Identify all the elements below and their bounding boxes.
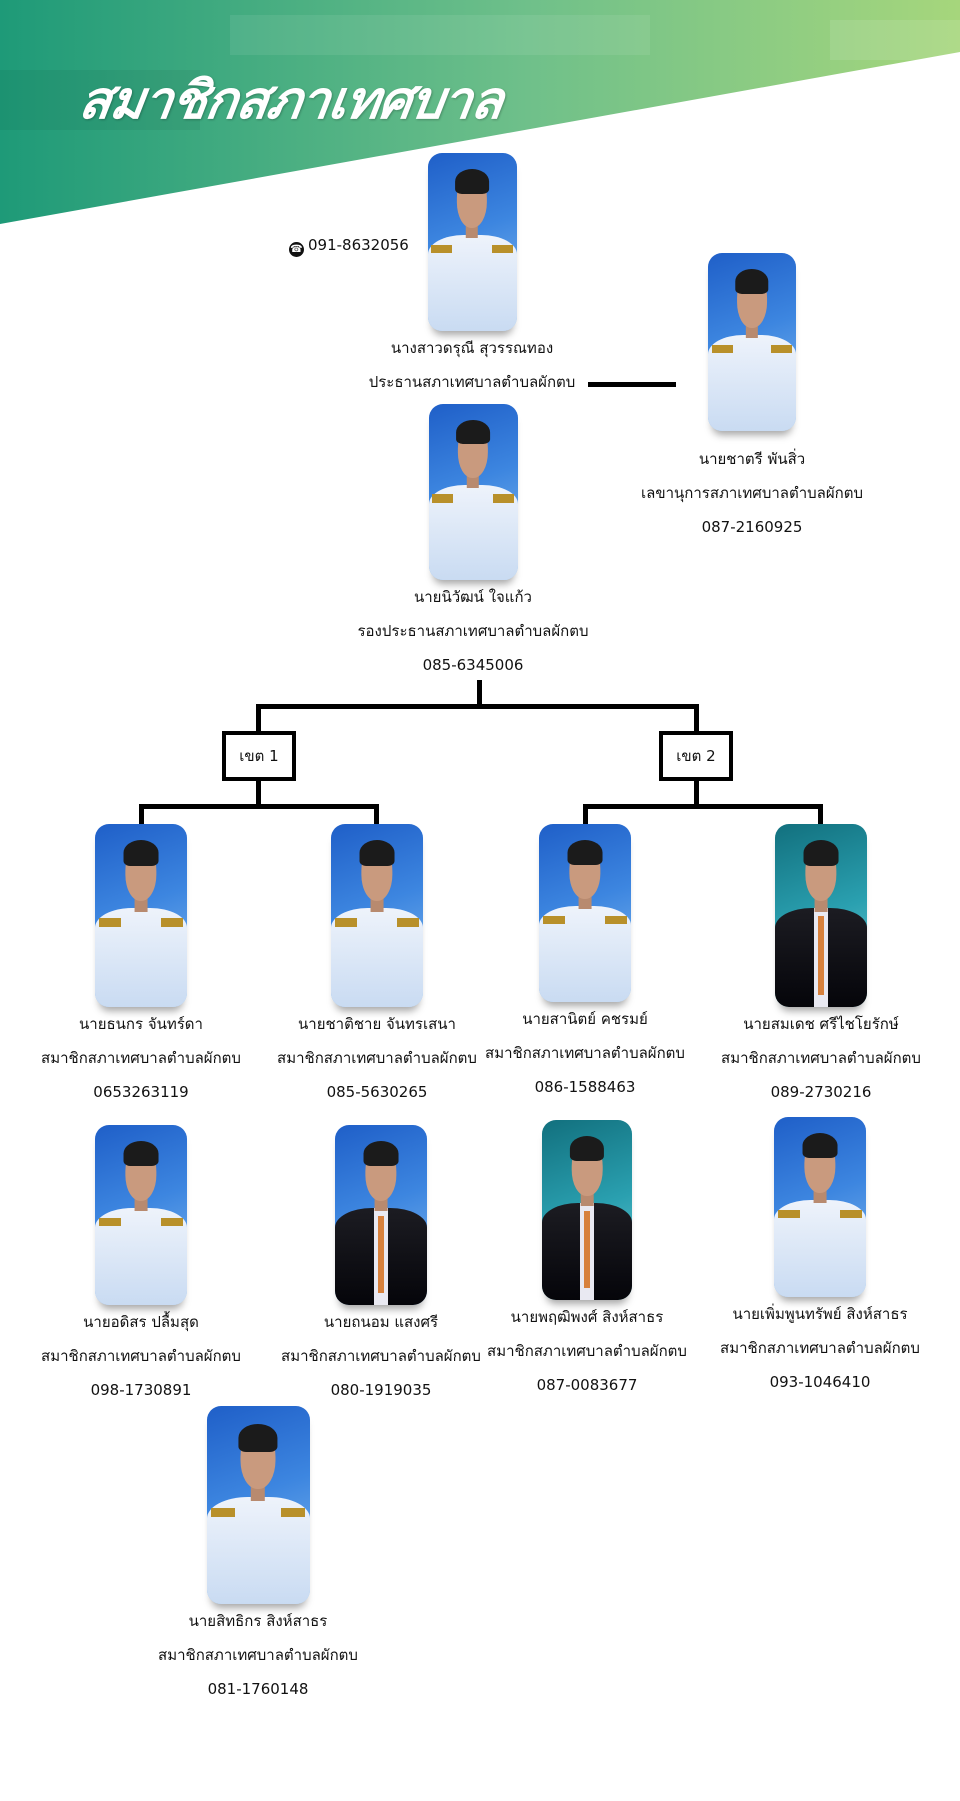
president-phone-number: 091-8632056 <box>308 236 409 254</box>
secretary-photo <box>708 253 796 431</box>
connector-line <box>694 704 699 734</box>
vice-president-photo <box>428 404 518 580</box>
member-card: นายเพิ่มพูนทรัพย์ สิงห์สาธร สมาชิกสภาเทศ… <box>670 1117 960 1399</box>
connector-line <box>139 804 378 809</box>
connector-line <box>139 804 144 826</box>
connector-line <box>583 804 823 809</box>
member-role: สมาชิกสภาเทศบาลตำบลผักตบ <box>487 1342 687 1360</box>
connector-line <box>374 804 379 826</box>
header-banner <box>0 0 960 224</box>
connector-line <box>583 804 588 826</box>
member-role: เลขานุการสภาเทศบาลตำบลผักตบ <box>641 484 863 502</box>
member-phone: 087-0083677 <box>536 1376 638 1394</box>
member-card: นายสานิตย์ คชรมย์ สมาชิกสภาเทศบาลตำบลผัก… <box>435 824 735 1104</box>
member-photo <box>539 824 631 1002</box>
connector-line <box>588 382 676 387</box>
member-card: นายธนกร จันทร์ดา สมาชิกสภาเทศบาลตำบลผักต… <box>0 824 291 1109</box>
member-role: รองประธานสภาเทศบาลตำบลผักตบ <box>357 622 589 640</box>
member-photo <box>95 1125 187 1305</box>
zone-2-box: เขต 2 <box>659 731 733 781</box>
member-phone: 086-1588463 <box>534 1078 636 1096</box>
member-role: สมาชิกสภาเทศบาลตำบลผักตบ <box>277 1049 477 1067</box>
member-phone: 089-2730216 <box>770 1083 872 1101</box>
member-role: สมาชิกสภาเทศบาลตำบลผักตบ <box>721 1049 921 1067</box>
zone-1-box: เขต 1 <box>222 731 296 781</box>
member-phone: 098-1730891 <box>90 1381 192 1399</box>
member-photo <box>331 824 423 1007</box>
member-card: นายสิทธิกร สิงห์สาธร สมาชิกสภาเทศบาลตำบล… <box>108 1406 408 1706</box>
member-phone: 0653263119 <box>93 1083 189 1101</box>
secretary-card: นายชาตรี พันสิ่ว เลขานุการสภาเทศบาลตำบลผ… <box>602 253 902 544</box>
member-name: นายสมเดช ศรีไชโยรักษ์ <box>743 1015 899 1033</box>
connector-line <box>256 781 261 808</box>
member-photo <box>335 1125 427 1305</box>
connector-line <box>256 704 261 734</box>
member-photo <box>775 824 867 1007</box>
member-photo <box>542 1120 632 1300</box>
phone-icon: ☎ <box>289 242 304 257</box>
member-name: นายชาตรี พันสิ่ว <box>698 450 806 468</box>
member-name: นายชาติชาย จันทรเสนา <box>298 1015 456 1033</box>
member-role: สมาชิกสภาเทศบาลตำบลผักตบ <box>41 1347 241 1365</box>
president-photo <box>427 153 517 331</box>
president-phone: ☎ 091-8632056 <box>289 233 409 257</box>
member-photo <box>95 824 187 1007</box>
member-role: ประธานสภาเทศบาลตำบลผักตบ <box>368 373 576 391</box>
member-card: นายสมเดช ศรีไชโยรักษ์ สมาชิกสภาเทศบาลตำบ… <box>671 824 960 1109</box>
connector-line <box>256 704 699 709</box>
connector-line <box>694 781 699 808</box>
member-role: สมาชิกสภาเทศบาลตำบลผักตบ <box>158 1646 358 1664</box>
member-phone: 087-2160925 <box>701 518 803 536</box>
member-name: นายสานิตย์ คชรมย์ <box>522 1010 648 1028</box>
connector-line <box>818 804 823 826</box>
member-phone: 081-1760148 <box>207 1680 309 1698</box>
connector-line <box>477 680 482 708</box>
member-phone: 085-5630265 <box>326 1083 428 1101</box>
member-card: นายพฤฒิพงศ์ สิงห์สาธร สมาชิกสภาเทศบาลตำบ… <box>437 1120 737 1402</box>
member-card: นายอดิสร ปลื้มสุด สมาชิกสภาเทศบาลตำบลผัก… <box>0 1125 291 1407</box>
member-name: นายเพิ่มพูนทรัพย์ สิงห์สาธร <box>732 1305 908 1323</box>
member-name: นายถนอม แสงศรี <box>323 1313 439 1331</box>
member-phone: 080-1919035 <box>330 1381 432 1399</box>
member-card: นายชาติชาย จันทรเสนา สมาชิกสภาเทศบาลตำบล… <box>227 824 527 1109</box>
member-photo <box>206 1406 310 1604</box>
member-name: นายนิวัฒน์ ใจแก้ว <box>413 588 532 606</box>
member-card: นายถนอม แสงศรี สมาชิกสภาเทศบาลตำบลผักตบ … <box>231 1125 531 1407</box>
president-card: นางสาวดรุณี สุวรรณทอง ประธานสภาเทศบาลตำบ… <box>322 153 622 399</box>
member-phone: 085-6345006 <box>422 656 524 674</box>
member-name: นายพฤฒิพงศ์ สิงห์สาธร <box>510 1308 664 1326</box>
member-role: สมาชิกสภาเทศบาลตำบลผักตบ <box>720 1339 920 1357</box>
member-name: นายสิทธิกร สิงห์สาธร <box>188 1612 328 1630</box>
page-title: สมาชิกสภาเทศบาล <box>75 70 507 131</box>
member-role: สมาชิกสภาเทศบาลตำบลผักตบ <box>485 1044 685 1062</box>
member-name: นายธนกร จันทร์ดา <box>79 1015 203 1033</box>
member-name: นางสาวดรุณี สุวรรณทอง <box>390 339 554 357</box>
member-name: นายอดิสร ปลื้มสุด <box>83 1313 199 1331</box>
vice-president-card: นายนิวัฒน์ ใจแก้ว รองประธานสภาเทศบาลตำบล… <box>323 404 623 682</box>
member-photo <box>774 1117 866 1297</box>
member-role: สมาชิกสภาเทศบาลตำบลผักตบ <box>41 1049 241 1067</box>
member-role: สมาชิกสภาเทศบาลตำบลผักตบ <box>281 1347 481 1365</box>
member-phone: 093-1046410 <box>769 1373 871 1391</box>
